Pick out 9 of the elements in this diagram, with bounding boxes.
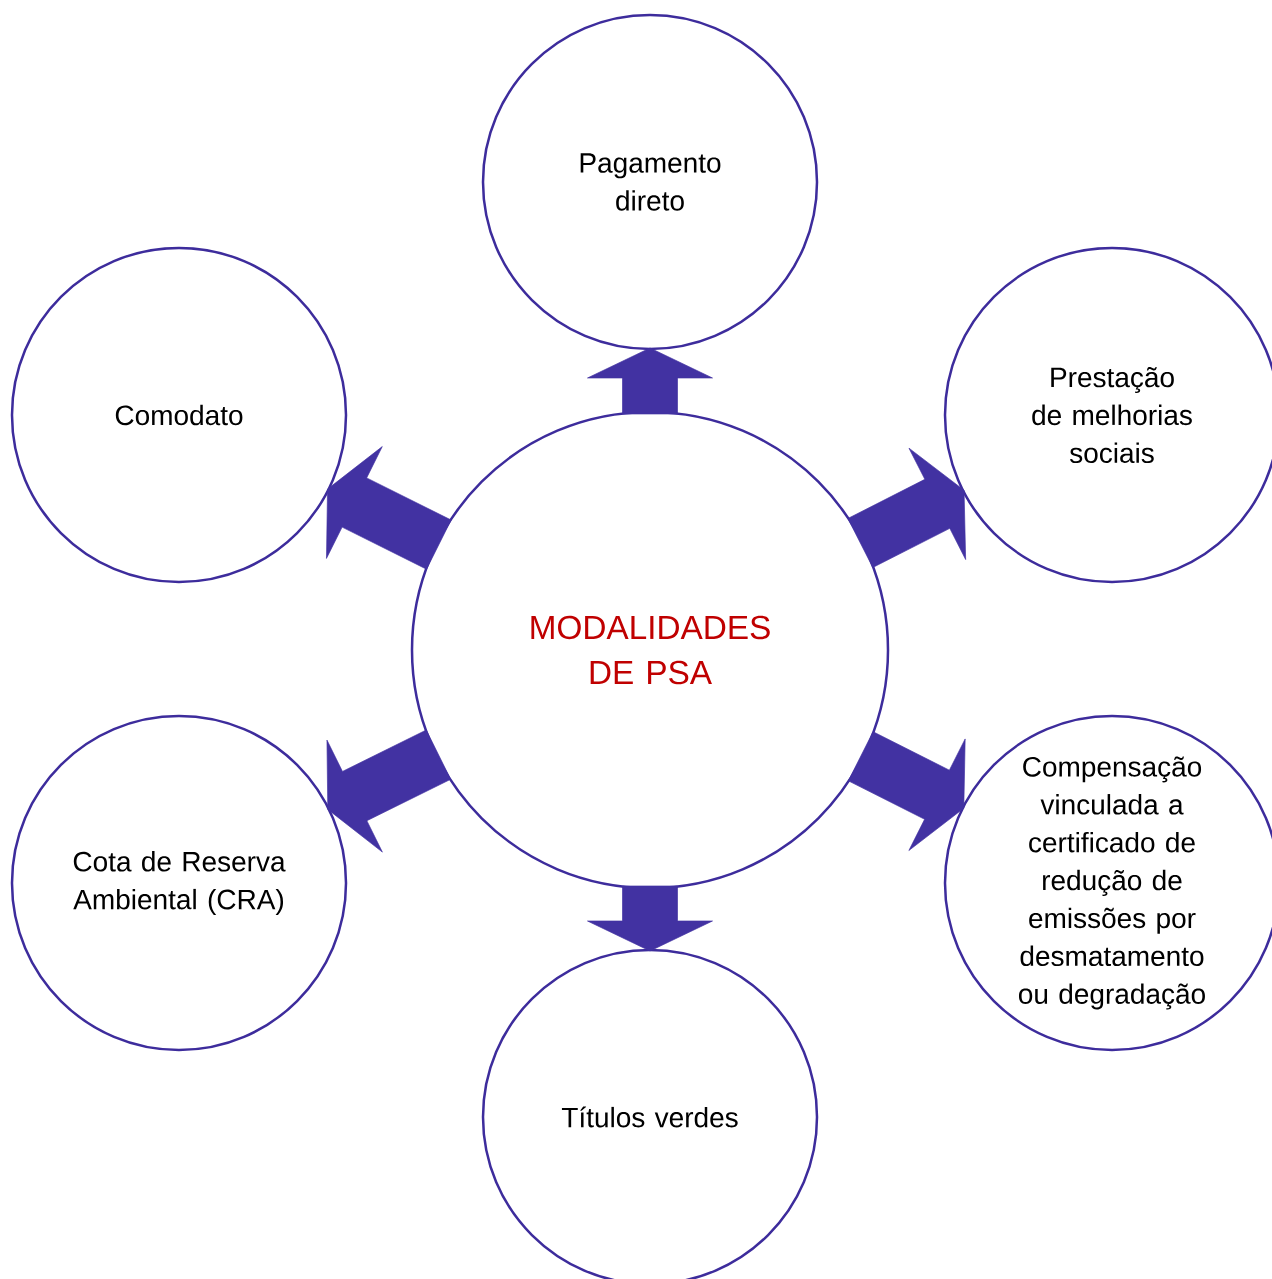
- block-arrow: [847, 447, 966, 568]
- block-arrow: [587, 347, 713, 415]
- circle-node: Cota de Reserva Ambiental (CRA): [10, 714, 348, 1052]
- block-arrow: [848, 731, 966, 851]
- block-arrow: [326, 729, 451, 853]
- block-arrow: [326, 446, 452, 570]
- circle-node: Comodato: [10, 246, 348, 584]
- circle-node: Pagamento direto: [481, 13, 819, 351]
- block-arrow: [587, 885, 713, 952]
